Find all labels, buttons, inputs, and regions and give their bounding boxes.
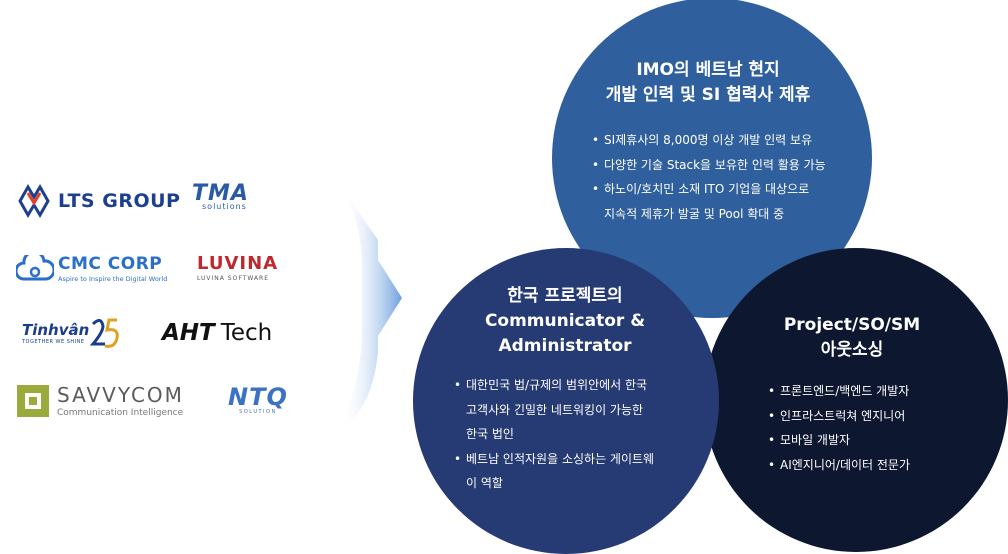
tma-name: TMA: [192, 181, 249, 206]
luvina-sub: LUVINA SOFTWARE: [197, 275, 270, 282]
right-circle-list: 프론트엔드/백엔드 개발자 인프라스트럭쳐 엔지니어 모바일 개발자 AI엔지니…: [768, 379, 972, 477]
lts-group-logo: LTS GROUP: [16, 183, 180, 219]
list-item-continuation: 지속적 제휴가 발굴 및 Pool 확대 중: [604, 206, 785, 221]
ntq-sub: SOLUTION: [239, 409, 277, 415]
cmc-cloud-icon: [16, 254, 54, 280]
list-item: 다양한 기술 Stack을 보유한 인력 활용 가능: [592, 153, 838, 178]
list-item: 하노이/호치민 소재 ITO 기업을 대상으로: [592, 177, 838, 202]
savvycom-tagline: Communication Intelligence: [57, 408, 184, 418]
list-item: 베트남 인적자원을 소싱하는 게이트웨: [454, 447, 690, 472]
tma-sub: solutions: [202, 202, 247, 211]
list-item: 인프라스트럭쳐 엔지니어: [768, 404, 972, 429]
tinhvan-25-icon: [90, 318, 120, 348]
savvycom-square-icon: [17, 384, 49, 417]
top-circle-list: SI제휴사의 8,000명 이상 개발 인력 보유 다양한 기술 Stack을 …: [592, 128, 838, 226]
list-item-continuation: 이 역할: [466, 476, 503, 490]
list-item: SI제휴사의 8,000명 이상 개발 인력 보유: [592, 128, 838, 153]
tinhvan-sub: TOGETHER WE SHINE: [22, 339, 85, 345]
left-circle: [413, 248, 719, 554]
tma-solutions-logo: TMA solutions: [192, 181, 249, 211]
right-title-line1: Project/SO/SM: [783, 315, 921, 335]
savvycom-logo: SAVVYCOM Communication Intelligence: [17, 383, 184, 418]
right-circle-content: Project/SO/SM 아웃소싱 프론트엔드/백엔드 개발자 인프라스트럭쳐…: [732, 313, 972, 477]
list-item: 프론트엔드/백엔드 개발자: [768, 379, 972, 404]
right-circle-title: Project/SO/SM 아웃소싱: [732, 313, 972, 363]
right-arrow-icon: [340, 185, 402, 430]
left-title-line1: 한국 프로젝트의: [507, 286, 623, 306]
cmc-name: CMC CORP: [58, 254, 163, 274]
cmc-tagline: Aspire to Inspire the Digital World: [58, 275, 168, 283]
aht-suffix: Tech: [220, 320, 273, 346]
list-item-continuation: 고객사와 긴밀한 네트워킹이 가능한: [466, 402, 644, 417]
list-item: 모바일 개발자: [768, 428, 972, 453]
list-item-continuation: 한국 법인: [466, 427, 514, 441]
cmc-corp-logo: CMC CORP Aspire to Inspire the Digital W…: [16, 254, 167, 283]
left-circle-list: 대한민국 법/규제의 범위안에서 한국 고객사와 긴밀한 네트워킹이 가능한 한…: [454, 373, 690, 496]
right-title-line2: 아웃소싱: [820, 340, 884, 360]
top-circle-title: IMO의 베트남 현지 개발 인력 및 SI 협력사 제휴: [578, 58, 838, 108]
savvycom-name: SAVVYCOM: [57, 383, 184, 407]
tinhvan-name: Tinhvân: [22, 321, 90, 339]
top-title-line1: IMO의 베트남 현지: [636, 60, 780, 80]
ntq-solution-logo: NTQ SOLUTION: [228, 383, 288, 415]
left-title-line3: Administrator: [498, 336, 632, 356]
left-circle-title: 한국 프로젝트의 Communicator & Administrator: [440, 284, 690, 359]
ntq-name: NTQ: [228, 383, 288, 411]
list-item: AI엔지니어/데이터 전문가: [768, 453, 972, 478]
top-circle-content: IMO의 베트남 현지 개발 인력 및 SI 협력사 제휴 SI제휴사의 8,0…: [578, 58, 838, 226]
luvina-logo: LUVINA LUVINA SOFTWARE: [197, 253, 278, 282]
tinhvan-logo: Tinhvân TOGETHER WE SHINE: [22, 316, 123, 350]
list-item: 대한민국 법/규제의 범위안에서 한국: [454, 373, 690, 398]
left-circle-content: 한국 프로젝트의 Communicator & Administrator 대한…: [440, 284, 690, 496]
top-title-line2: 개발 인력 및 SI 협력사 제휴: [605, 85, 811, 105]
aht-name: AHT: [162, 320, 215, 346]
left-title-line2: Communicator &: [484, 311, 646, 331]
lts-emblem-icon: [18, 184, 50, 218]
lts-group-name: LTS GROUP: [58, 190, 181, 212]
luvina-name: LUVINA: [197, 253, 279, 274]
aht-tech-logo: AHT Tech: [162, 320, 272, 346]
